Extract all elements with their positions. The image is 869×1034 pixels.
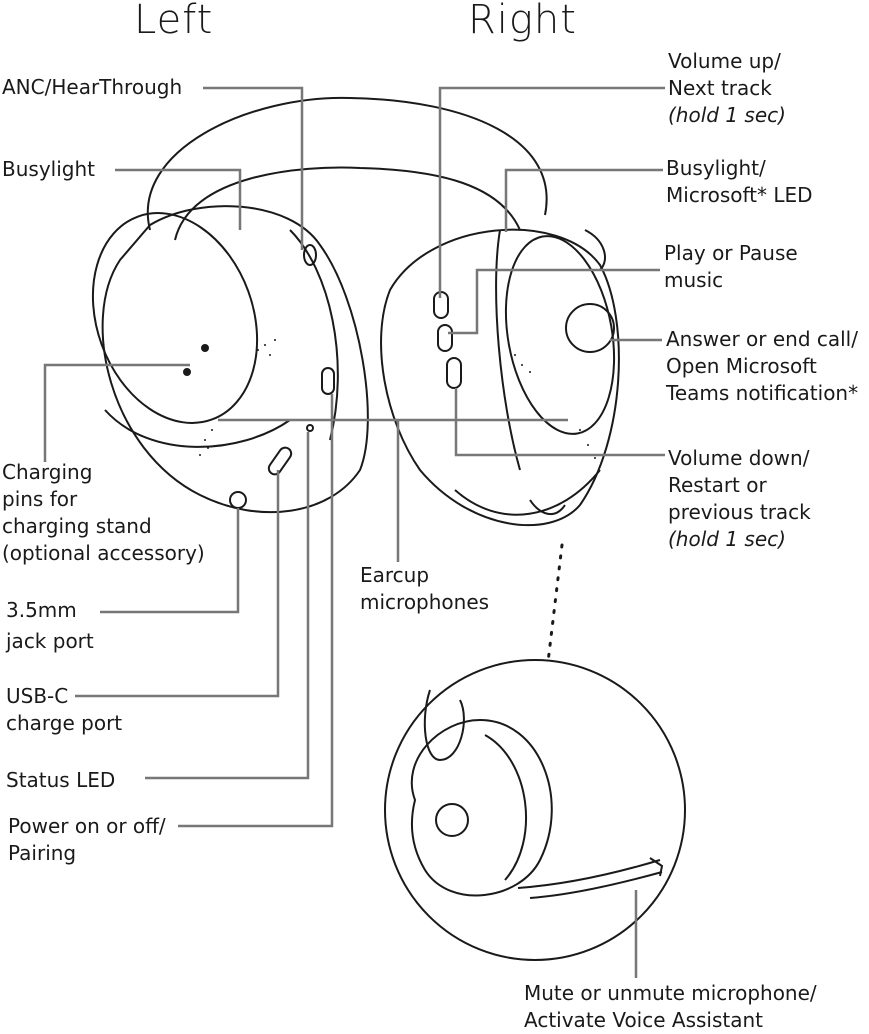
label-volume-up: Volume up/ Next track (hold 1 sec) — [668, 49, 786, 127]
title-right: Right — [468, 0, 577, 43]
title-left: Left — [134, 0, 214, 43]
leader-power — [178, 394, 334, 828]
label-status-led: Status LED — [6, 768, 116, 792]
label-usbc: USB-C charge port — [6, 684, 123, 735]
headband-inner — [174, 166, 521, 241]
left-earcup-body — [101, 205, 369, 514]
boom-arm-illustration — [384, 659, 686, 961]
leader-status — [145, 432, 310, 780]
right-earcup-button — [565, 303, 615, 353]
leader-busylight — [115, 168, 242, 230]
left-earcup-plate — [91, 212, 259, 424]
label-volume-down: Volume down/ Restart or previous track (… — [668, 446, 811, 551]
headband-outer — [146, 96, 548, 231]
leader-volume-up — [438, 86, 665, 298]
label-mute: Mute or unmute microphone/ Activate Voic… — [524, 981, 817, 1032]
label-busylight: Busylight — [2, 157, 95, 181]
leader-usbc — [75, 470, 280, 698]
label-answer-call: Answer or end call/ Open Microsoft Teams… — [666, 327, 859, 405]
label-charging-pins: Charging pins for charging stand (option… — [2, 460, 205, 565]
label-earcup-mics: Earcup microphones — [360, 563, 490, 614]
right-earcup-plate — [504, 235, 616, 435]
left-earcup-rim — [104, 409, 291, 448]
label-jack: 3.5mm jack port — [6, 598, 94, 653]
leader-anc — [203, 86, 304, 250]
leader-busylight-right — [504, 168, 663, 232]
right-earcup-body — [380, 228, 620, 527]
label-busylight-teams: Busylight/ Microsoft* LED — [666, 156, 813, 207]
leader-charging — [43, 363, 190, 462]
leader-play — [448, 268, 660, 335]
label-anc: ANC/HearThrough — [2, 75, 183, 99]
leader-jack — [100, 508, 240, 614]
label-power: Power on or off/ Pairing — [8, 814, 166, 865]
leader-volume-down — [454, 388, 665, 457]
label-play-pause: Play or Pause music — [664, 241, 798, 292]
